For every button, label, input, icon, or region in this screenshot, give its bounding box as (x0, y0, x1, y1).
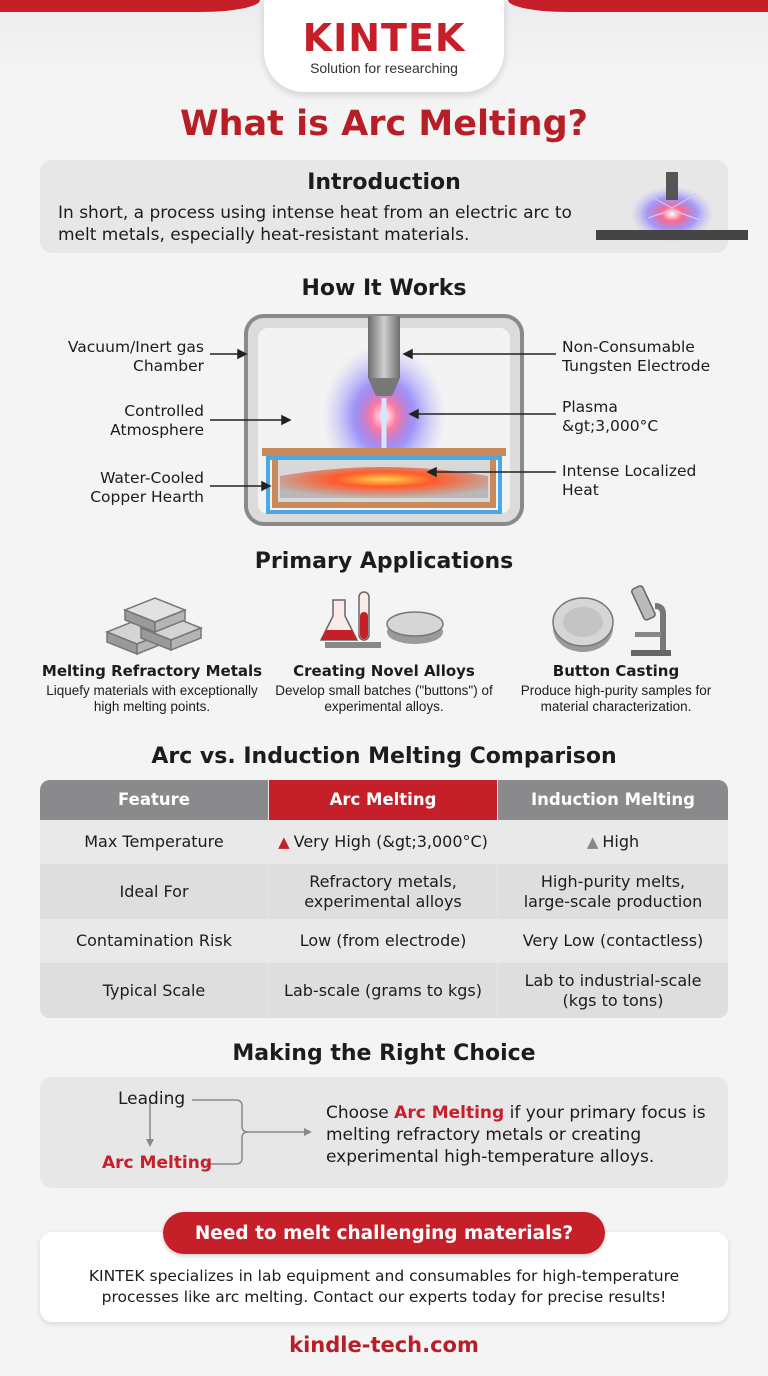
table-cell-text: Very High (&gt;3,000°C) (293, 832, 488, 851)
intro-heading: Introduction (307, 170, 461, 195)
table-cell: Very Low (contactless) (498, 920, 728, 962)
label-chamber: Vacuum/Inert gas Chamber (67, 338, 204, 375)
app-desc: Develop small batches ("buttons") of exp… (275, 683, 493, 714)
table-row: Typical Scale Lab-scale (grams to kgs) L… (40, 963, 728, 1018)
table-cell: Typical Scale (40, 963, 268, 1018)
table-cell: Max Temperature (40, 821, 268, 863)
table-cell: Lab-scale (grams to kgs) (269, 963, 497, 1018)
cta-button[interactable]: Need to melt challenging materials? (163, 1212, 605, 1254)
applications: Melting Refractory Metals Liquefy materi… (0, 580, 768, 720)
app-desc: Liquefy materials with exceptionally hig… (46, 683, 258, 714)
table-row: Contamination Risk Low (from electrode) … (40, 920, 728, 962)
intro-card: Introduction In short, a process using i… (40, 160, 748, 253)
footer-link[interactable]: kindle-tech.com (289, 1333, 479, 1357)
arrow-up-icon: ▲ (278, 833, 290, 851)
decision-flow-connector (146, 1099, 312, 1165)
top-accent-right (508, 0, 768, 12)
label-heat: Intense Localized Heat (562, 462, 697, 499)
app-title: Button Casting (552, 662, 680, 680)
intro-text: In short, a process using intense heat f… (58, 203, 572, 245)
choice-card: Leading Arc Melting Choose Arc Melting i… (40, 1077, 728, 1188)
table-cell: Contamination Risk (40, 920, 268, 962)
choice-text-pre: Choose (326, 1103, 395, 1123)
choice-heading: Making the Right Choice (232, 1041, 536, 1066)
choice-arc-label: Arc Melting (102, 1153, 213, 1173)
column-header: Induction Melting (498, 780, 728, 820)
microscope-icon (552, 585, 671, 656)
choice-text: Choose Arc Melting if your primary focus… (326, 1102, 716, 1168)
top-accent-left (0, 0, 260, 12)
table-row: Max Temperature ▲Very High (&gt;3,000°C)… (40, 821, 728, 863)
page-title: What is Arc Melting? (180, 104, 588, 144)
table-header: Feature Arc Melting Induction Melting (40, 780, 728, 820)
choice-text-post: if your primary focus is melting refract… (326, 1103, 706, 1167)
applications-heading: Primary Applications (254, 549, 514, 574)
metal-ingots-icon (104, 597, 204, 656)
label-atmosphere: Controlled Atmosphere (110, 402, 204, 439)
how-it-works-heading: How It Works (301, 276, 467, 301)
label-plasma: Plasma &gt;3,000°C (562, 398, 659, 435)
table-row: Ideal For Refractory metals, experimenta… (40, 864, 728, 919)
comparison-table: Feature Arc Melting Induction Melting Ma… (40, 780, 728, 1018)
arc-furnace-diagram: Vacuum/Inert gas Chamber Controlled Atmo… (0, 308, 768, 538)
label-hearth: Water-Cooled Copper Hearth (90, 469, 204, 506)
table-cell: High-purity melts, large-scale productio… (498, 864, 728, 919)
column-header: Arc Melting (269, 780, 497, 820)
arrow-up-icon: ▲ (586, 833, 599, 851)
logo-wordmark: KINTEK (302, 16, 466, 60)
arc-spark-icon (596, 172, 748, 242)
choice-text-highlight: Arc Melting (394, 1103, 505, 1123)
app-item-refractory: Melting Refractory Metals Liquefy materi… (32, 580, 272, 715)
app-title: Melting Refractory Metals (41, 662, 263, 680)
table-cell-text: High (602, 832, 640, 851)
furnace-illustration (210, 314, 556, 526)
logo-tagline: Solution for researching (310, 60, 458, 76)
table-cell: Ideal For (40, 864, 268, 919)
choice-leading-label: Leading (118, 1089, 186, 1109)
logo[interactable]: KINTEK Solution for researching (264, 0, 504, 92)
table-cell: Refractory metals, experimental alloys (269, 864, 497, 919)
table-cell: Lab to industrial-scale (kgs to tons) (498, 963, 728, 1018)
app-title: Creating Novel Alloys (293, 662, 475, 680)
table-cell: ▲Very High (&gt;3,000°C) (269, 821, 497, 863)
table-cell: ▲High (498, 821, 728, 863)
app-desc: Produce high-purity samples for material… (520, 683, 712, 714)
table-cell: Low (from electrode) (269, 920, 497, 962)
cta-card: KINTEK specializes in lab equipment and … (40, 1232, 728, 1322)
comparison-heading: Arc vs. Induction Melting Comparison (151, 744, 617, 769)
app-item-alloys: Creating Novel Alloys Develop small batc… (264, 580, 504, 715)
column-header: Feature (40, 780, 268, 820)
label-electrode: Non-Consumable Tungsten Electrode (562, 338, 711, 375)
lab-flasks-icon (319, 591, 444, 648)
cta-text: KINTEK specializes in lab equipment and … (88, 1267, 680, 1306)
app-item-button-casting: Button Casting Produce high-purity sampl… (496, 580, 736, 715)
